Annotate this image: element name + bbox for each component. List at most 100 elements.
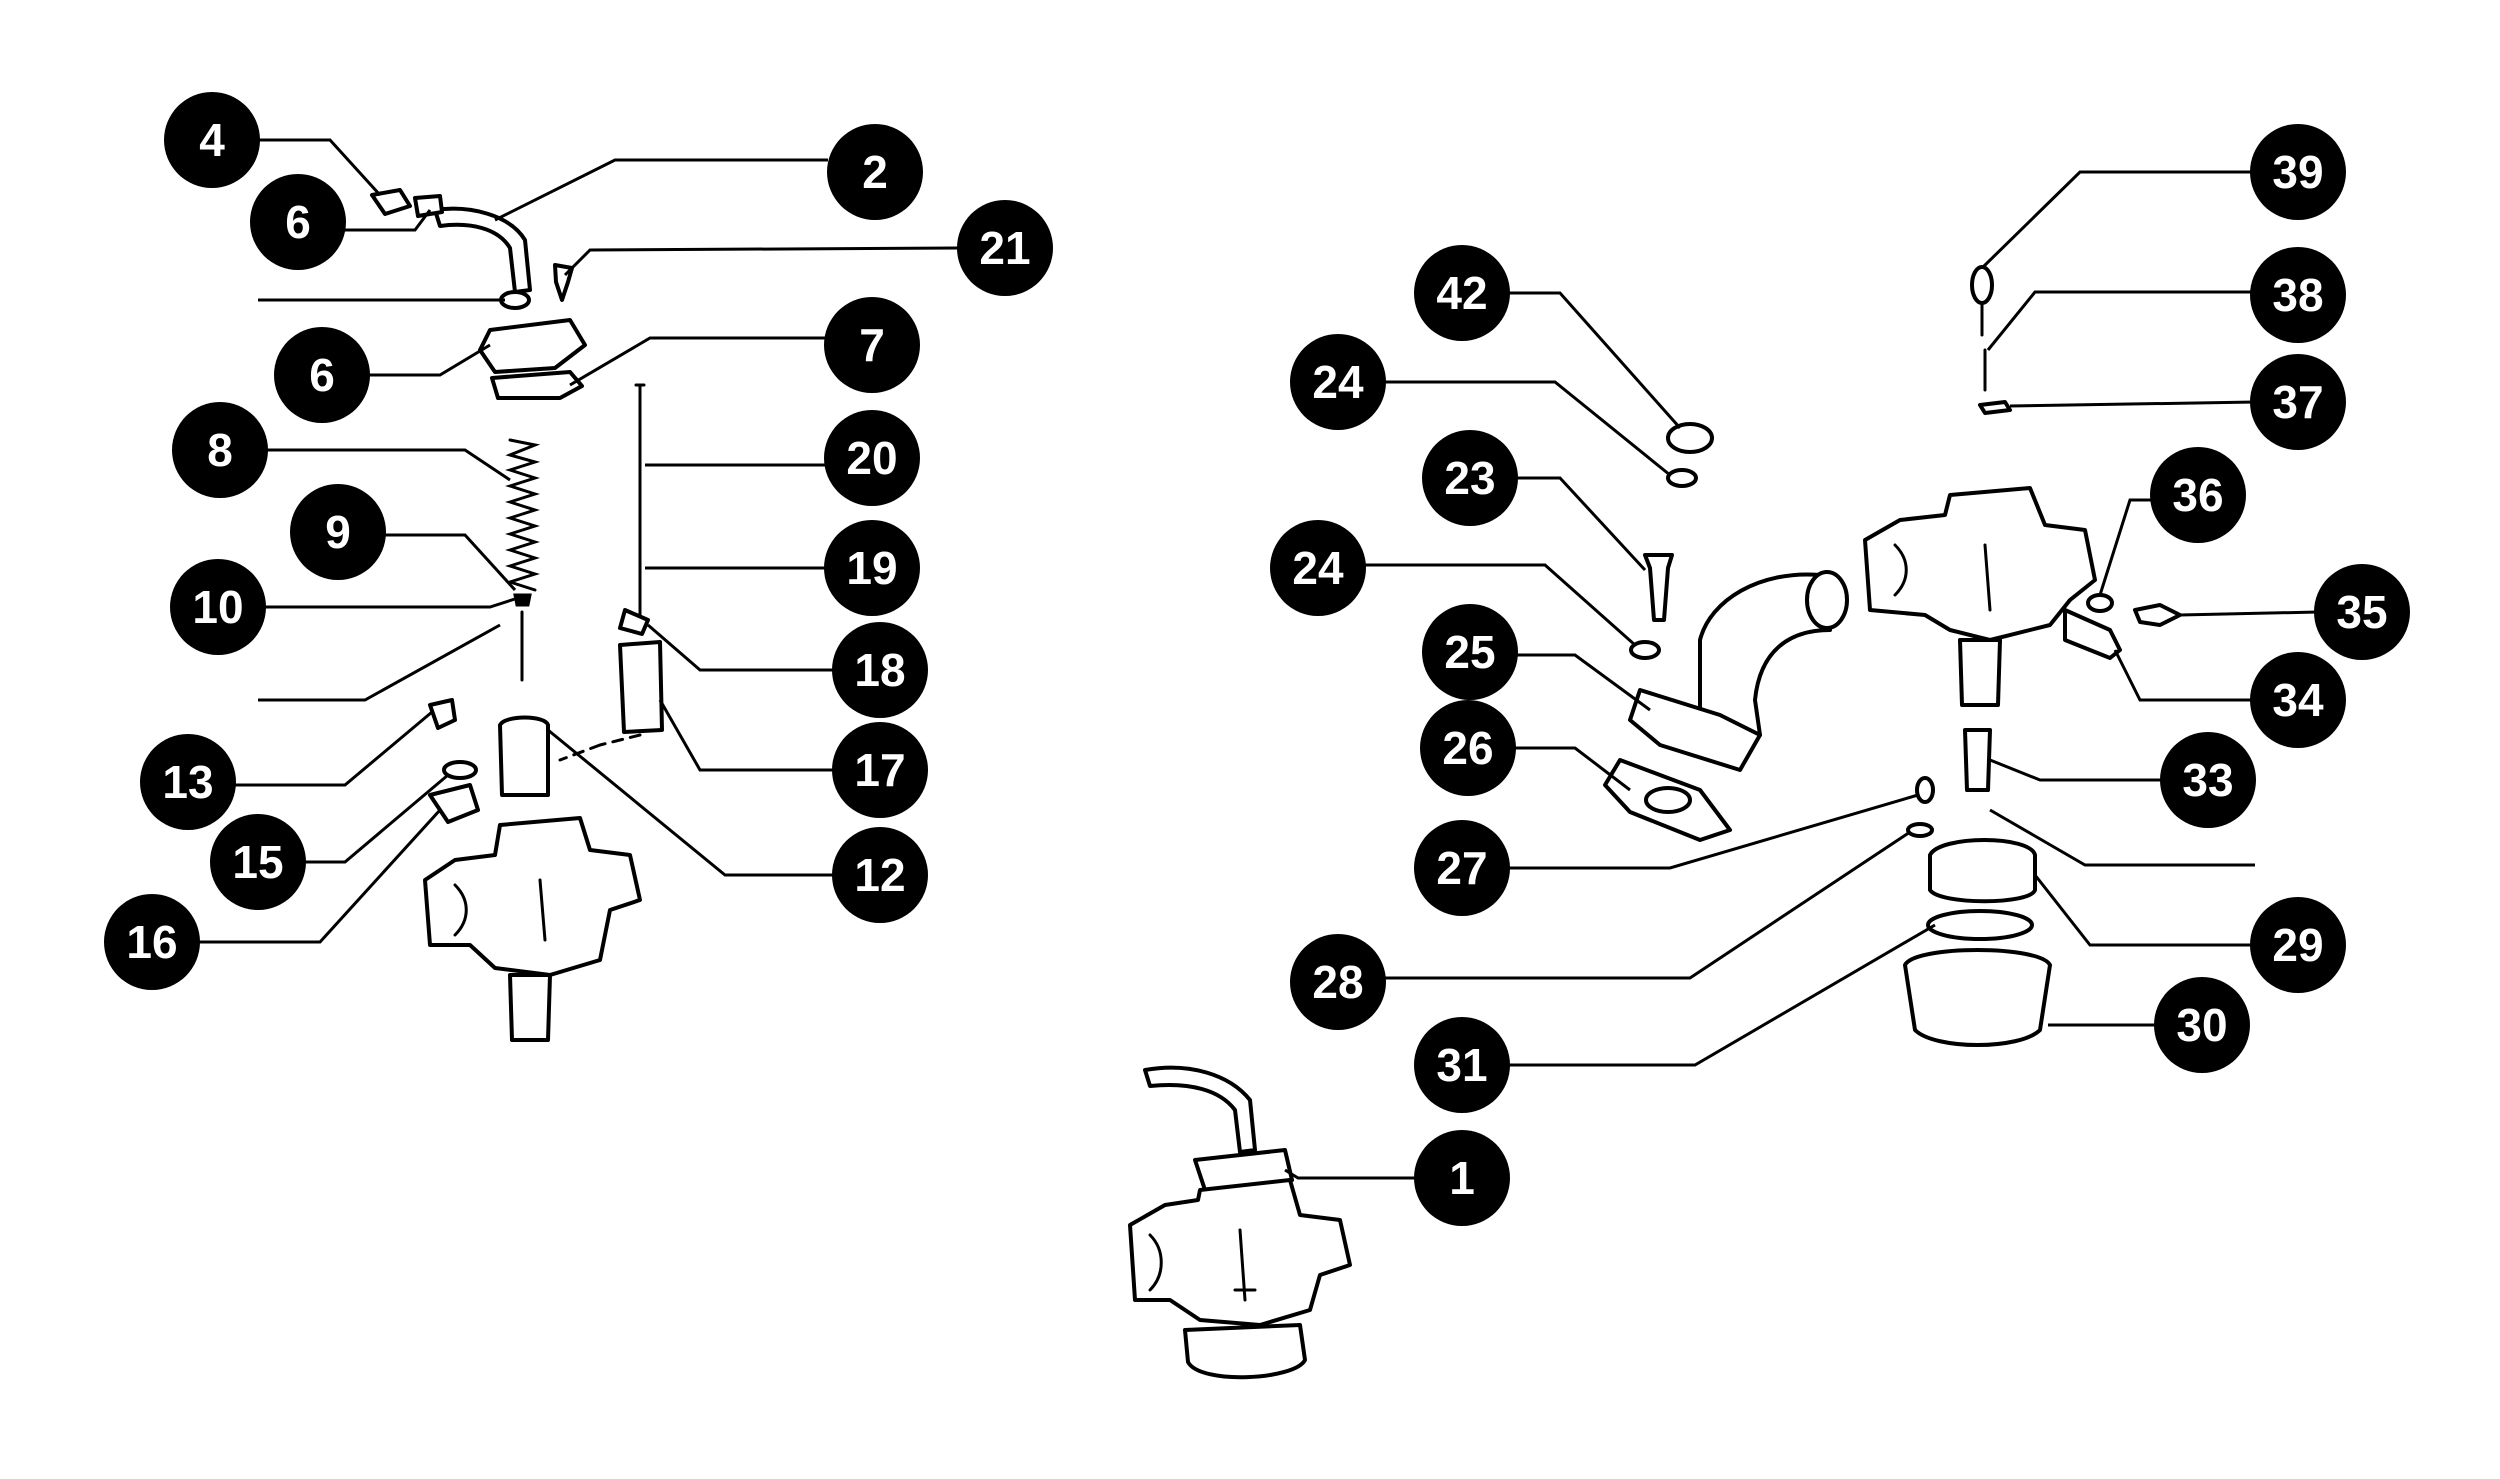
part-float — [1928, 838, 2037, 904]
leader-38 — [1986, 290, 2255, 351]
leader-33 — [1989, 758, 2165, 782]
callouts: 4 6 2 21 6 7 8 20 9 19 10 18 13 17 15 12… — [104, 92, 2410, 1226]
leader-8 — [260, 448, 511, 482]
svg-text:20: 20 — [846, 432, 897, 484]
leader-10 — [262, 596, 519, 609]
leader-18 — [647, 623, 835, 672]
callout-33: 33 — [2160, 732, 2256, 828]
part-washer-24b — [1629, 640, 1661, 660]
callout-20: 20 — [824, 410, 920, 506]
leader-3 — [232, 138, 382, 197]
leader-13 — [232, 710, 433, 787]
callout-6: 6 — [274, 327, 370, 423]
part-washer-15 — [442, 760, 478, 780]
callout-4: 6 — [250, 174, 346, 270]
svg-text:10: 10 — [192, 581, 243, 633]
leader-2 — [494, 158, 828, 222]
svg-text:19: 19 — [846, 542, 897, 594]
svg-text:30: 30 — [2176, 999, 2227, 1051]
part-assembled-bowl — [1183, 1323, 1307, 1380]
svg-text:35: 35 — [2336, 586, 2387, 638]
leader-9 — [385, 533, 517, 592]
callout-17: 17 — [832, 722, 928, 818]
svg-text:1: 1 — [1449, 1152, 1475, 1204]
callout-24b: 24 — [1270, 520, 1366, 616]
leader-21 — [563, 246, 959, 277]
svg-text:24: 24 — [1312, 356, 1364, 408]
svg-text:16: 16 — [126, 916, 177, 968]
part-needle-clip — [513, 593, 532, 607]
callout-24a: 24 — [1290, 334, 1386, 430]
callout-18: 18 — [832, 622, 928, 718]
svg-text:21: 21 — [979, 222, 1030, 274]
part-bowl-gasket — [1926, 909, 2034, 941]
part-carb-stem-right — [1958, 638, 2002, 707]
leader-unlabeled-3 — [1989, 808, 2255, 867]
part-screw-23 — [1643, 553, 1674, 622]
callout-23: 23 — [1422, 430, 1518, 526]
svg-text:28: 28 — [1312, 956, 1363, 1008]
part-choke-link — [558, 733, 642, 762]
leader-39 — [1980, 170, 2255, 270]
callout-34: 34 — [2250, 652, 2346, 748]
svg-text:13: 13 — [162, 756, 213, 808]
callout-38: 38 — [2250, 247, 2346, 343]
left-assembly — [370, 188, 664, 1042]
leader-29 — [2033, 874, 2258, 947]
callout-2: 2 — [827, 124, 923, 220]
svg-text:34: 34 — [2272, 674, 2324, 726]
callout-15: 15 — [210, 814, 306, 910]
leader-6 — [345, 343, 491, 377]
part-assembled-body — [1128, 1178, 1352, 1327]
callout-12: 12 — [832, 827, 928, 923]
part-flange — [1628, 688, 1762, 772]
svg-text:42: 42 — [1436, 267, 1487, 319]
svg-text:12: 12 — [854, 849, 905, 901]
callout-25: 25 — [1422, 604, 1518, 700]
svg-text:15: 15 — [232, 836, 283, 888]
leader-1 — [1284, 1168, 1422, 1180]
callout-42: 42 — [1414, 245, 1510, 341]
part-lever-34 — [2063, 608, 2122, 660]
svg-text:6: 6 — [285, 196, 311, 248]
svg-text:7: 7 — [859, 319, 885, 371]
part-carb-detail-right — [1893, 543, 1992, 612]
part-elbow-mouth — [1805, 570, 1849, 630]
part-ring-42 — [1666, 422, 1714, 454]
part-assembled-tube — [1143, 1065, 1257, 1154]
callout-37: 37 — [2250, 354, 2346, 450]
part-rod-clip — [618, 608, 650, 636]
callout-7: 7 — [824, 297, 920, 393]
callout-8: 8 — [172, 402, 268, 498]
part-clip-13 — [428, 698, 457, 730]
part-long-rod — [634, 383, 646, 622]
part-washer-28 — [1906, 822, 1934, 838]
part-bolt-39 — [1970, 265, 1994, 305]
part-cable-tube — [433, 206, 532, 294]
callout-29: 29 — [2250, 897, 2346, 993]
svg-text:26: 26 — [1442, 722, 1493, 774]
part-float-bowl — [1903, 948, 2052, 1047]
part-small-jet — [1915, 776, 1935, 804]
svg-text:31: 31 — [1436, 1039, 1487, 1091]
part-nut — [413, 194, 444, 218]
callout-9: 9 — [290, 484, 386, 580]
leader-12 — [547, 728, 838, 877]
callout-1: 1 — [1414, 1130, 1510, 1226]
callout-16: 16 — [104, 894, 200, 990]
svg-text:8: 8 — [207, 424, 233, 476]
leader-42 — [1505, 291, 1682, 429]
svg-text:37: 37 — [2272, 376, 2323, 428]
part-throttle-slide — [498, 715, 550, 797]
part-pin-37 — [1978, 400, 2012, 415]
part-top-washer — [499, 290, 531, 310]
callout-26: 26 — [1420, 700, 1516, 796]
part-top-cap — [478, 318, 587, 374]
svg-text:9: 9 — [325, 506, 351, 558]
leader-lines — [190, 138, 2319, 1180]
leader-16 — [190, 808, 442, 944]
svg-text:6: 6 — [309, 349, 335, 401]
svg-text:2: 2 — [862, 146, 888, 198]
callout-13: 13 — [140, 734, 236, 830]
